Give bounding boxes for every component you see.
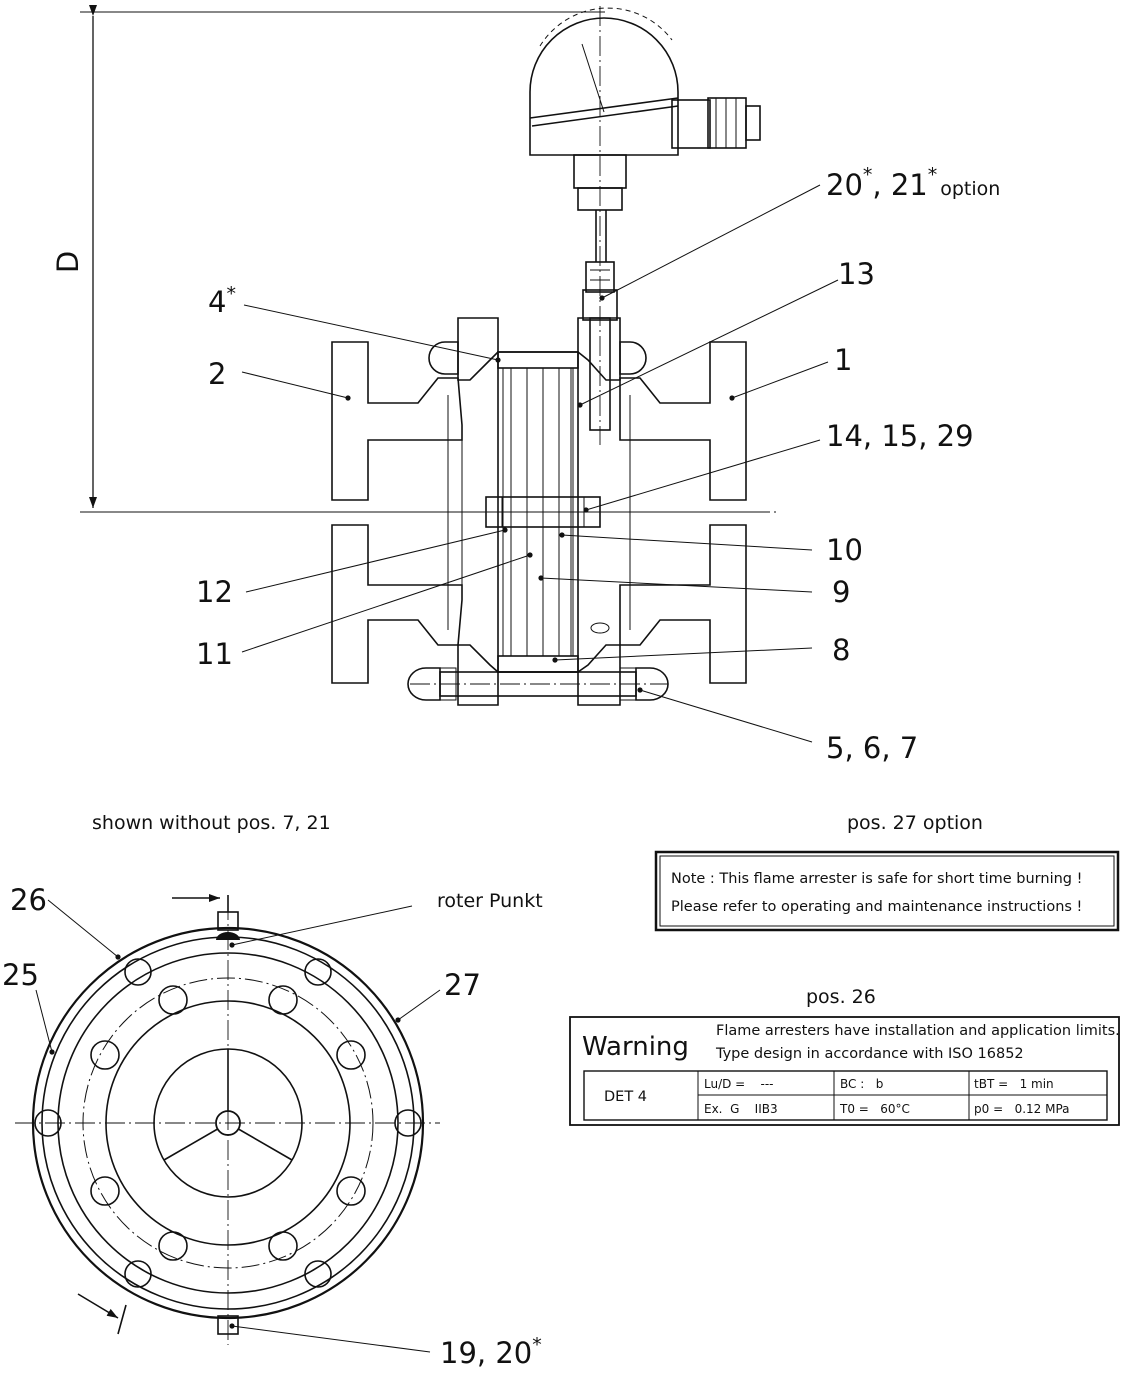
roter-punkt-label: roter Punkt xyxy=(437,890,543,912)
warning-plate: Warning Flame arresters have installatio… xyxy=(569,1016,1120,1126)
warning-title: Warning xyxy=(582,1032,689,1062)
callout-12: 12 xyxy=(196,575,233,609)
dimension-d: D xyxy=(51,5,765,513)
callout-4: 4* xyxy=(208,283,236,319)
callout-2: 2 xyxy=(208,357,226,391)
caption-shown-without: shown without pos. 7, 21 xyxy=(92,812,331,834)
callout-20-21: 20*, 21*option xyxy=(826,164,1000,202)
warning-cell: Ex. G IIB3 xyxy=(704,1102,778,1116)
callout-26: 26 xyxy=(10,883,47,917)
dimension-d-label: D xyxy=(51,251,85,273)
callout-10: 10 xyxy=(826,533,863,567)
right-housing xyxy=(577,317,747,706)
callout-11: 11 xyxy=(196,637,233,671)
section-view: D xyxy=(51,5,1000,765)
caption-pos-27: pos. 27 option xyxy=(847,812,983,834)
warning-cell: T0 = 60°C xyxy=(839,1102,910,1116)
warning-text-1: Flame arresters have installation and ap… xyxy=(716,1023,1120,1039)
bolts xyxy=(407,341,669,701)
bolt-holes xyxy=(90,985,366,1261)
callout-19-20: 19, 20* xyxy=(440,1334,542,1370)
callout-5-6-7: 5, 6, 7 xyxy=(826,731,918,765)
left-housing xyxy=(331,317,499,706)
rim-nuts xyxy=(34,958,422,1288)
callout-13: 13 xyxy=(838,257,875,291)
warning-cell: BC : b xyxy=(840,1077,883,1091)
callout-14-15-29: 14, 15, 29 xyxy=(826,419,974,453)
warning-cell: tBT = 1 min xyxy=(974,1077,1054,1091)
note-line-2: Please refer to operating and maintenanc… xyxy=(671,899,1082,915)
leader-lines xyxy=(241,184,839,743)
front-view xyxy=(15,894,441,1353)
note-line-1: Note : This flame arrester is safe for s… xyxy=(671,871,1082,887)
callout-8: 8 xyxy=(832,633,850,667)
note-plate: Note : This flame arrester is safe for s… xyxy=(654,850,1120,932)
warning-det: DET 4 xyxy=(604,1089,647,1105)
callout-25: 25 xyxy=(2,958,39,992)
callout-1: 1 xyxy=(834,343,852,377)
callout-9: 9 xyxy=(832,575,850,609)
caption-pos-26: pos. 26 xyxy=(806,986,876,1008)
temperature-sensor xyxy=(529,6,761,445)
callout-27: 27 xyxy=(444,968,481,1002)
warning-cell: Lu/D = --- xyxy=(704,1077,773,1091)
warning-cell: p0 = 0.12 MPa xyxy=(974,1102,1070,1116)
warning-text-2: Type design in accordance with ISO 16852 xyxy=(715,1046,1024,1062)
